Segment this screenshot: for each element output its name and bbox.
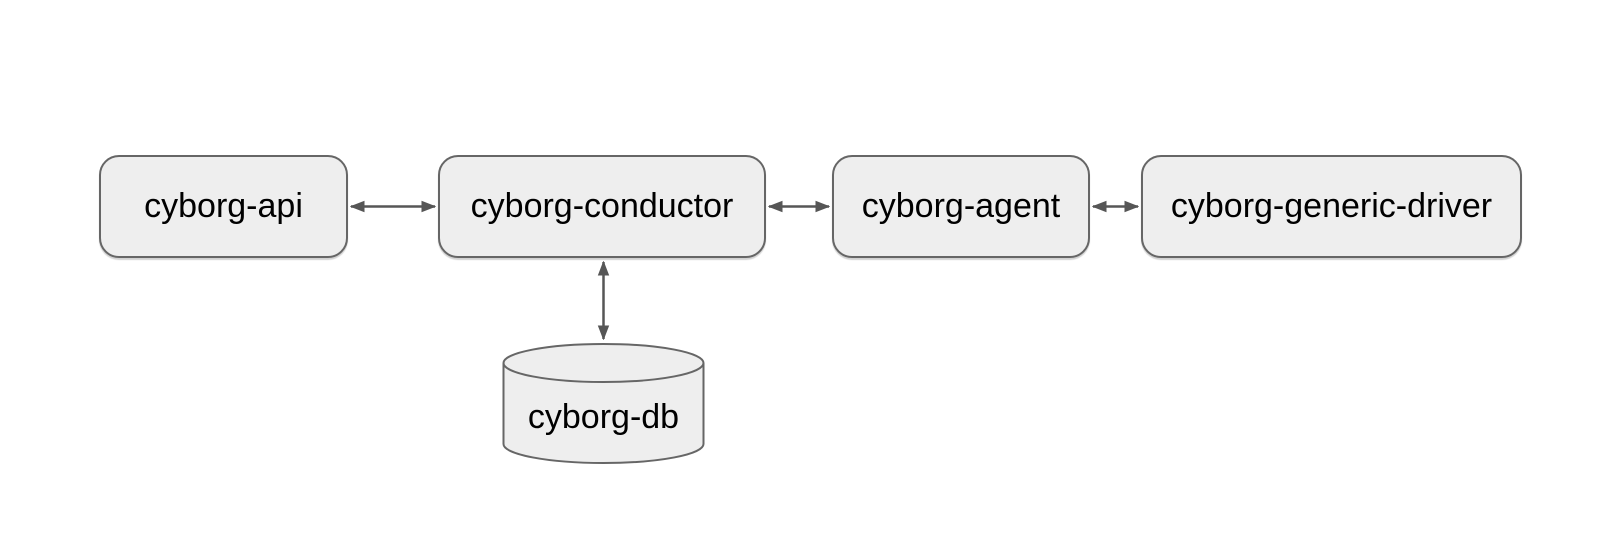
- node-cyborg-db: cyborg-db: [501, 342, 706, 466]
- node-label: cyborg-generic-driver: [1170, 186, 1493, 225]
- node-cyborg-generic-driver: cyborg-generic-driver: [1141, 155, 1522, 258]
- node-label: cyborg-conductor: [470, 186, 734, 225]
- node-cyborg-agent: cyborg-agent: [832, 155, 1090, 258]
- node-label: cyborg-db: [527, 398, 680, 436]
- node-cyborg-api: cyborg-api: [99, 155, 348, 258]
- database-cylinder-icon: [502, 343, 705, 464]
- node-label: cyborg-agent: [861, 186, 1061, 225]
- node-cyborg-conductor: cyborg-conductor: [438, 155, 766, 258]
- node-label: cyborg-api: [144, 186, 303, 225]
